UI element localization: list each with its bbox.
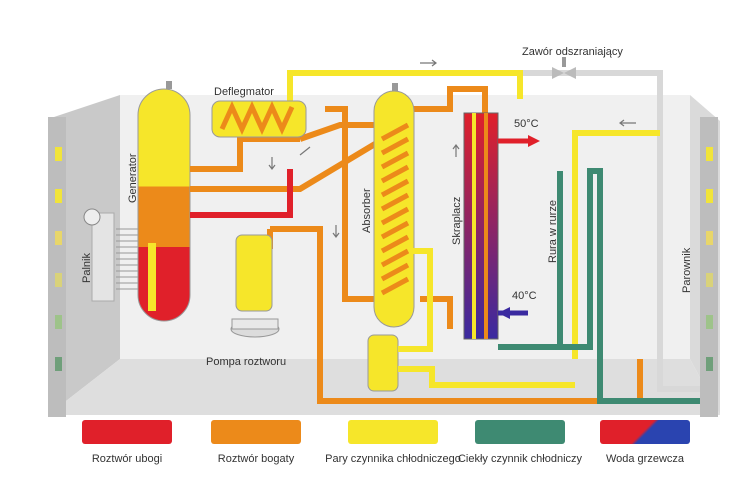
solution-pump[interactable] bbox=[230, 318, 280, 338]
evaporator-label: Parownik bbox=[681, 247, 693, 293]
burner bbox=[83, 208, 140, 302]
condenser bbox=[463, 112, 499, 340]
poor-solution-pipe bbox=[190, 169, 293, 218]
generator-label: Generator bbox=[127, 153, 139, 203]
legend-label-poor: Roztwór ubogi bbox=[91, 453, 163, 465]
legend: Roztwór ubogi Roztwór bogaty Pary czynni… bbox=[0, 420, 736, 478]
legend-label-vapor: Pary czynnika chłodniczego bbox=[325, 453, 461, 465]
vapor-pipe-top bbox=[287, 70, 523, 109]
dephlegmator-label: Deflegmator bbox=[214, 86, 274, 98]
temp-out-label: 50°C bbox=[514, 118, 539, 130]
legend-swatch-poor bbox=[82, 420, 172, 444]
legend-label-liquid: Ciekły czynnik chłodniczy bbox=[457, 453, 583, 465]
vapor-pipe-evap bbox=[572, 130, 660, 359]
legend-label-rich: Roztwór bogaty bbox=[217, 453, 295, 465]
temp-in-label: 40°C bbox=[512, 290, 537, 302]
burner-label: Palnik bbox=[81, 253, 93, 283]
legend-item-water: Woda grzewcza bbox=[570, 420, 720, 465]
liquid-refrigerant-pipes bbox=[498, 168, 700, 404]
legend-swatch-liquid bbox=[475, 420, 565, 444]
dephlegmator bbox=[211, 100, 307, 138]
legend-swatch-water bbox=[600, 420, 690, 444]
flow-arrows bbox=[268, 59, 636, 238]
condenser-label: Skraplacz bbox=[451, 197, 463, 245]
legend-swatch-vapor bbox=[348, 420, 438, 444]
absorber-label: Absorber bbox=[361, 188, 373, 233]
defrost-valve[interactable] bbox=[552, 57, 576, 79]
absorber bbox=[373, 83, 415, 328]
legend-item-poor: Roztwór ubogi bbox=[52, 420, 202, 465]
hot-water-arrow bbox=[528, 135, 540, 147]
pump-label: Pompa roztworu bbox=[206, 356, 286, 368]
legend-swatch-rich bbox=[211, 420, 301, 444]
cold-water-arrow bbox=[498, 307, 510, 319]
valve-label: Zawór odszraniający bbox=[522, 46, 623, 58]
generator bbox=[137, 81, 191, 322]
defrost-pipe bbox=[520, 70, 700, 392]
refrigerant-collector bbox=[367, 248, 575, 392]
pipe-in-pipe-label: Rura w rurze bbox=[547, 200, 559, 263]
legend-item-vapor: Pary czynnika chłodniczego bbox=[318, 420, 468, 465]
right-indicators bbox=[706, 147, 713, 371]
legend-item-liquid: Ciekły czynnik chłodniczy bbox=[445, 420, 595, 465]
solution-tank bbox=[235, 234, 273, 312]
left-indicators bbox=[55, 147, 62, 371]
legend-label-water: Woda grzewcza bbox=[605, 453, 685, 465]
legend-item-rich: Roztwór bogaty bbox=[181, 420, 331, 465]
